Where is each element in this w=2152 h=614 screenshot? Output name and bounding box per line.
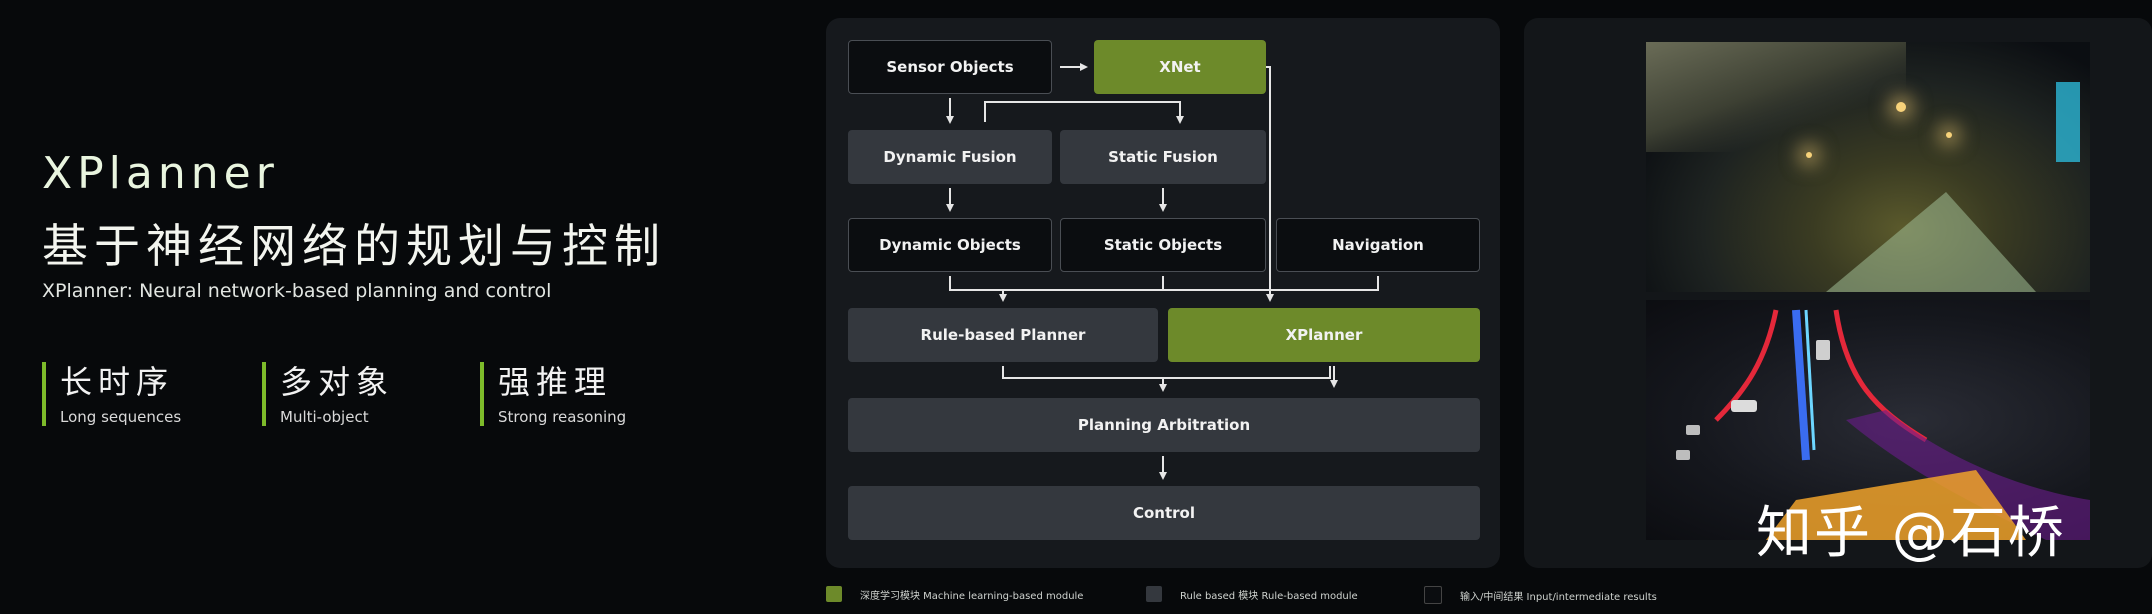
street-light: [1946, 132, 1952, 138]
camera-view: [1646, 42, 2090, 292]
node-static-fusion: Static Fusion: [1060, 130, 1266, 184]
subtitle-english: XPlanner: Neural network-based planning …: [42, 280, 552, 302]
legend-input-results: 输入/中间结果 Input/intermediate results: [1424, 586, 1657, 604]
node-control: Control: [848, 486, 1480, 540]
page-title: XPlanner: [42, 148, 279, 199]
node-navigation: Navigation: [1276, 218, 1480, 272]
feature-strong-reasoning: 强推理 Strong reasoning: [480, 362, 626, 426]
feature-label-cn: 多对象: [280, 363, 395, 401]
node-planning-arbitration: Planning Arbitration: [848, 398, 1480, 452]
legend-rule-module: Rule based 模块 Rule-based module: [1146, 586, 1358, 602]
feature-label-en: Multi-object: [280, 408, 369, 426]
legend-label: 深度学习模块 Machine learning-based module: [860, 590, 1084, 602]
overpass-shape: [1646, 42, 1906, 152]
legend-label: 输入/中间结果 Input/intermediate results: [1460, 591, 1657, 603]
watermark: 知乎 @石桥: [1756, 501, 2066, 566]
intro-section: XPlanner 基于神经网络的规划与控制 XPlanner: Neural n…: [0, 0, 820, 614]
legend-label: Rule based 模块 Rule-based module: [1180, 590, 1358, 602]
street-light: [1806, 152, 1812, 158]
road-sign: [2056, 82, 2080, 162]
street-light: [1896, 102, 1906, 112]
node-rule-based-planner: Rule-based Planner: [848, 308, 1158, 362]
legend-swatch-ml: [826, 586, 842, 602]
subtitle-chinese: 基于神经网络的规划与控制: [42, 219, 666, 273]
node-xplanner: XPlanner: [1168, 308, 1480, 362]
node-dynamic-fusion: Dynamic Fusion: [848, 130, 1052, 184]
planning-visualization: [1646, 300, 2090, 540]
feature-multi-object: 多对象 Multi-object: [262, 362, 394, 426]
node-sensor-objects: Sensor Objects: [848, 40, 1052, 94]
feature-label-cn: 长时序: [60, 363, 175, 401]
legend-ml-module: 深度学习模块 Machine learning-based module: [826, 586, 1083, 602]
feature-label-en: Long sequences: [60, 408, 182, 426]
feature-label-en: Strong reasoning: [498, 408, 627, 426]
node-static-objects: Static Objects: [1060, 218, 1266, 272]
node-xnet: XNet: [1094, 40, 1266, 94]
legend-swatch-rule: [1146, 586, 1162, 602]
node-dynamic-objects: Dynamic Objects: [848, 218, 1052, 272]
planning-trajectory-graphic: [1676, 309, 2090, 540]
feature-label-cn: 强推理: [498, 363, 613, 401]
feature-long-sequences: 长时序 Long sequences: [42, 362, 181, 426]
legend-swatch-input: [1424, 586, 1442, 604]
road-highlight: [1826, 192, 2036, 292]
